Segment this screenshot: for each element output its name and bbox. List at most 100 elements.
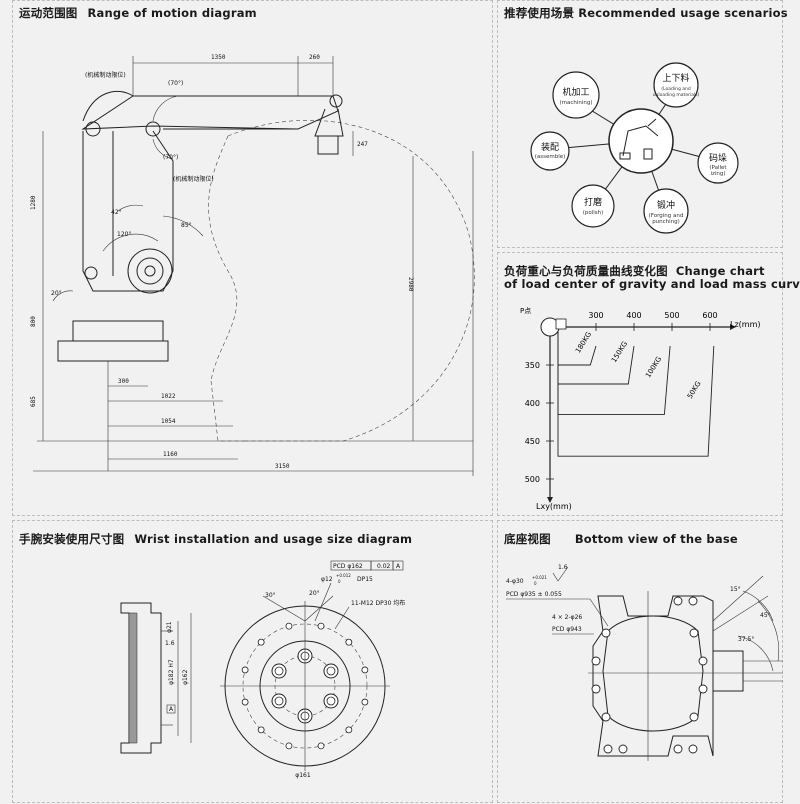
envelope-outer [227, 120, 475, 442]
base-diagram: 15° 37.5° 45° 4-φ30 +0.021 0 PCD φ935 ± … [506, 564, 783, 761]
flange-hole [361, 698, 369, 706]
dim-1160: 1160 [163, 451, 178, 458]
arc-85 [162, 215, 204, 237]
base-motor-inner [136, 257, 164, 285]
base-hole [673, 596, 683, 606]
wrist-side-dim1: φ21 [166, 621, 173, 633]
base-hole [601, 712, 611, 722]
envelope-inner [208, 135, 238, 382]
base-pcd-1: PCD φ935 ± 0.055 [506, 591, 562, 598]
base-hole [688, 744, 698, 754]
wrist-bottom-dim: φ161 [295, 772, 311, 779]
base-inner [602, 615, 704, 732]
base-angle-37: 37.5° [738, 636, 754, 643]
base-arc-37 [737, 635, 774, 672]
wrist-ref: A [396, 563, 401, 570]
base-hole [688, 596, 698, 606]
svg-text:码垛: 码垛 [709, 153, 727, 164]
base-hole [603, 744, 613, 754]
arc-20 [52, 290, 74, 302]
inner-hole-inner [274, 666, 284, 676]
lz-axis-label: Lz(mm) [730, 320, 760, 329]
base-hole [618, 744, 628, 754]
robot-body [82, 130, 174, 292]
y-tick-label: 500 [525, 475, 540, 484]
y-tick-label: 350 [525, 361, 540, 370]
base-arc-15 [742, 590, 774, 622]
flange-hole [285, 622, 293, 630]
base-roughness: 1.6 [558, 564, 568, 571]
flange-inner-holes [271, 648, 339, 724]
wrist-roughness: 1.6 [165, 640, 175, 647]
base-plate [57, 340, 169, 362]
inner-hole-inner [274, 696, 284, 706]
base-hole [601, 628, 611, 638]
base-upper [72, 320, 164, 342]
flange-hole [257, 726, 265, 734]
base-hole [673, 744, 683, 754]
flange-side [120, 602, 162, 754]
y-tick-label: 400 [525, 399, 540, 408]
x-tick-label: 400 [626, 311, 641, 320]
curve-50KG [557, 330, 715, 457]
svg-text:锻冲: 锻冲 [657, 199, 675, 211]
dim-247: 247 [357, 141, 368, 148]
flange-hole [285, 742, 293, 750]
curve-label-100KG: 100KG [644, 355, 663, 379]
svg-text:(Loading and: (Loading and [661, 86, 691, 92]
svg-text:(Forging and: (Forging and [649, 213, 684, 219]
svg-text:(machining): (machining) [559, 100, 592, 106]
lz-axis-arrow [730, 324, 736, 330]
angle-120: 120° [117, 231, 131, 238]
svg-text:打磨: 打磨 [584, 196, 602, 208]
base-hole [689, 628, 699, 638]
arm-joint [82, 90, 134, 122]
arc-70b [152, 138, 174, 160]
svg-text:A: A [169, 706, 174, 713]
base-angle-15: 15° [730, 586, 741, 593]
dim-1054: 1054 [161, 418, 176, 425]
base-hole [591, 656, 601, 666]
dim-800: 800 [30, 316, 37, 327]
svg-text:机加工: 机加工 [562, 86, 589, 98]
upper-arm [81, 95, 339, 130]
x-tick-label: 600 [702, 311, 717, 320]
inner-hole-outer [323, 693, 339, 709]
svg-text:+0.021: +0.021 [532, 575, 547, 580]
p-point-label: P点 [520, 307, 531, 315]
lxy-axis-label: Lxy(mm) [536, 502, 572, 511]
arc-70a [152, 95, 179, 122]
inner-hole-outer [323, 663, 339, 679]
wrist-depth: DP15 [357, 576, 373, 583]
dim-1280: 1280 [30, 195, 37, 210]
base-side-block [712, 650, 744, 692]
inner-hole-inner [326, 696, 336, 706]
flange-hole [345, 638, 353, 646]
svg-text:装配: 装配 [541, 141, 559, 153]
curve-150KG [557, 330, 635, 385]
curve-label-50KG: 50KG [686, 380, 703, 400]
wrist-angle-20: 20° [309, 590, 320, 597]
limit-label-2: (机械制动限位) [173, 175, 214, 183]
svg-text:(Pallet: (Pallet [709, 165, 727, 171]
wrist-thread: 11-M12 DP30 均布 [351, 599, 405, 607]
wrist-hole: φ12 [321, 576, 333, 583]
wrist-side-dim3: φ162 [182, 669, 189, 685]
dim-1022: 1022 [161, 393, 176, 400]
flange-hole [317, 742, 325, 750]
end-effector [317, 135, 339, 155]
flange-hole [361, 666, 369, 674]
dim-260: 260 [309, 54, 320, 61]
wrist-tol: 0.02 [377, 563, 391, 570]
svg-text:unloading materials): unloading materials) [653, 92, 700, 98]
wrist-pcd: PCD φ162 [333, 563, 363, 570]
wrist-diagram: φ21 φ182 H7 φ162 A 1.6 30° 20° φ161 PCD … [120, 560, 405, 779]
node-polish: 打磨 (polish) [571, 184, 615, 228]
curve-label-180KG: 180KG [574, 330, 593, 354]
